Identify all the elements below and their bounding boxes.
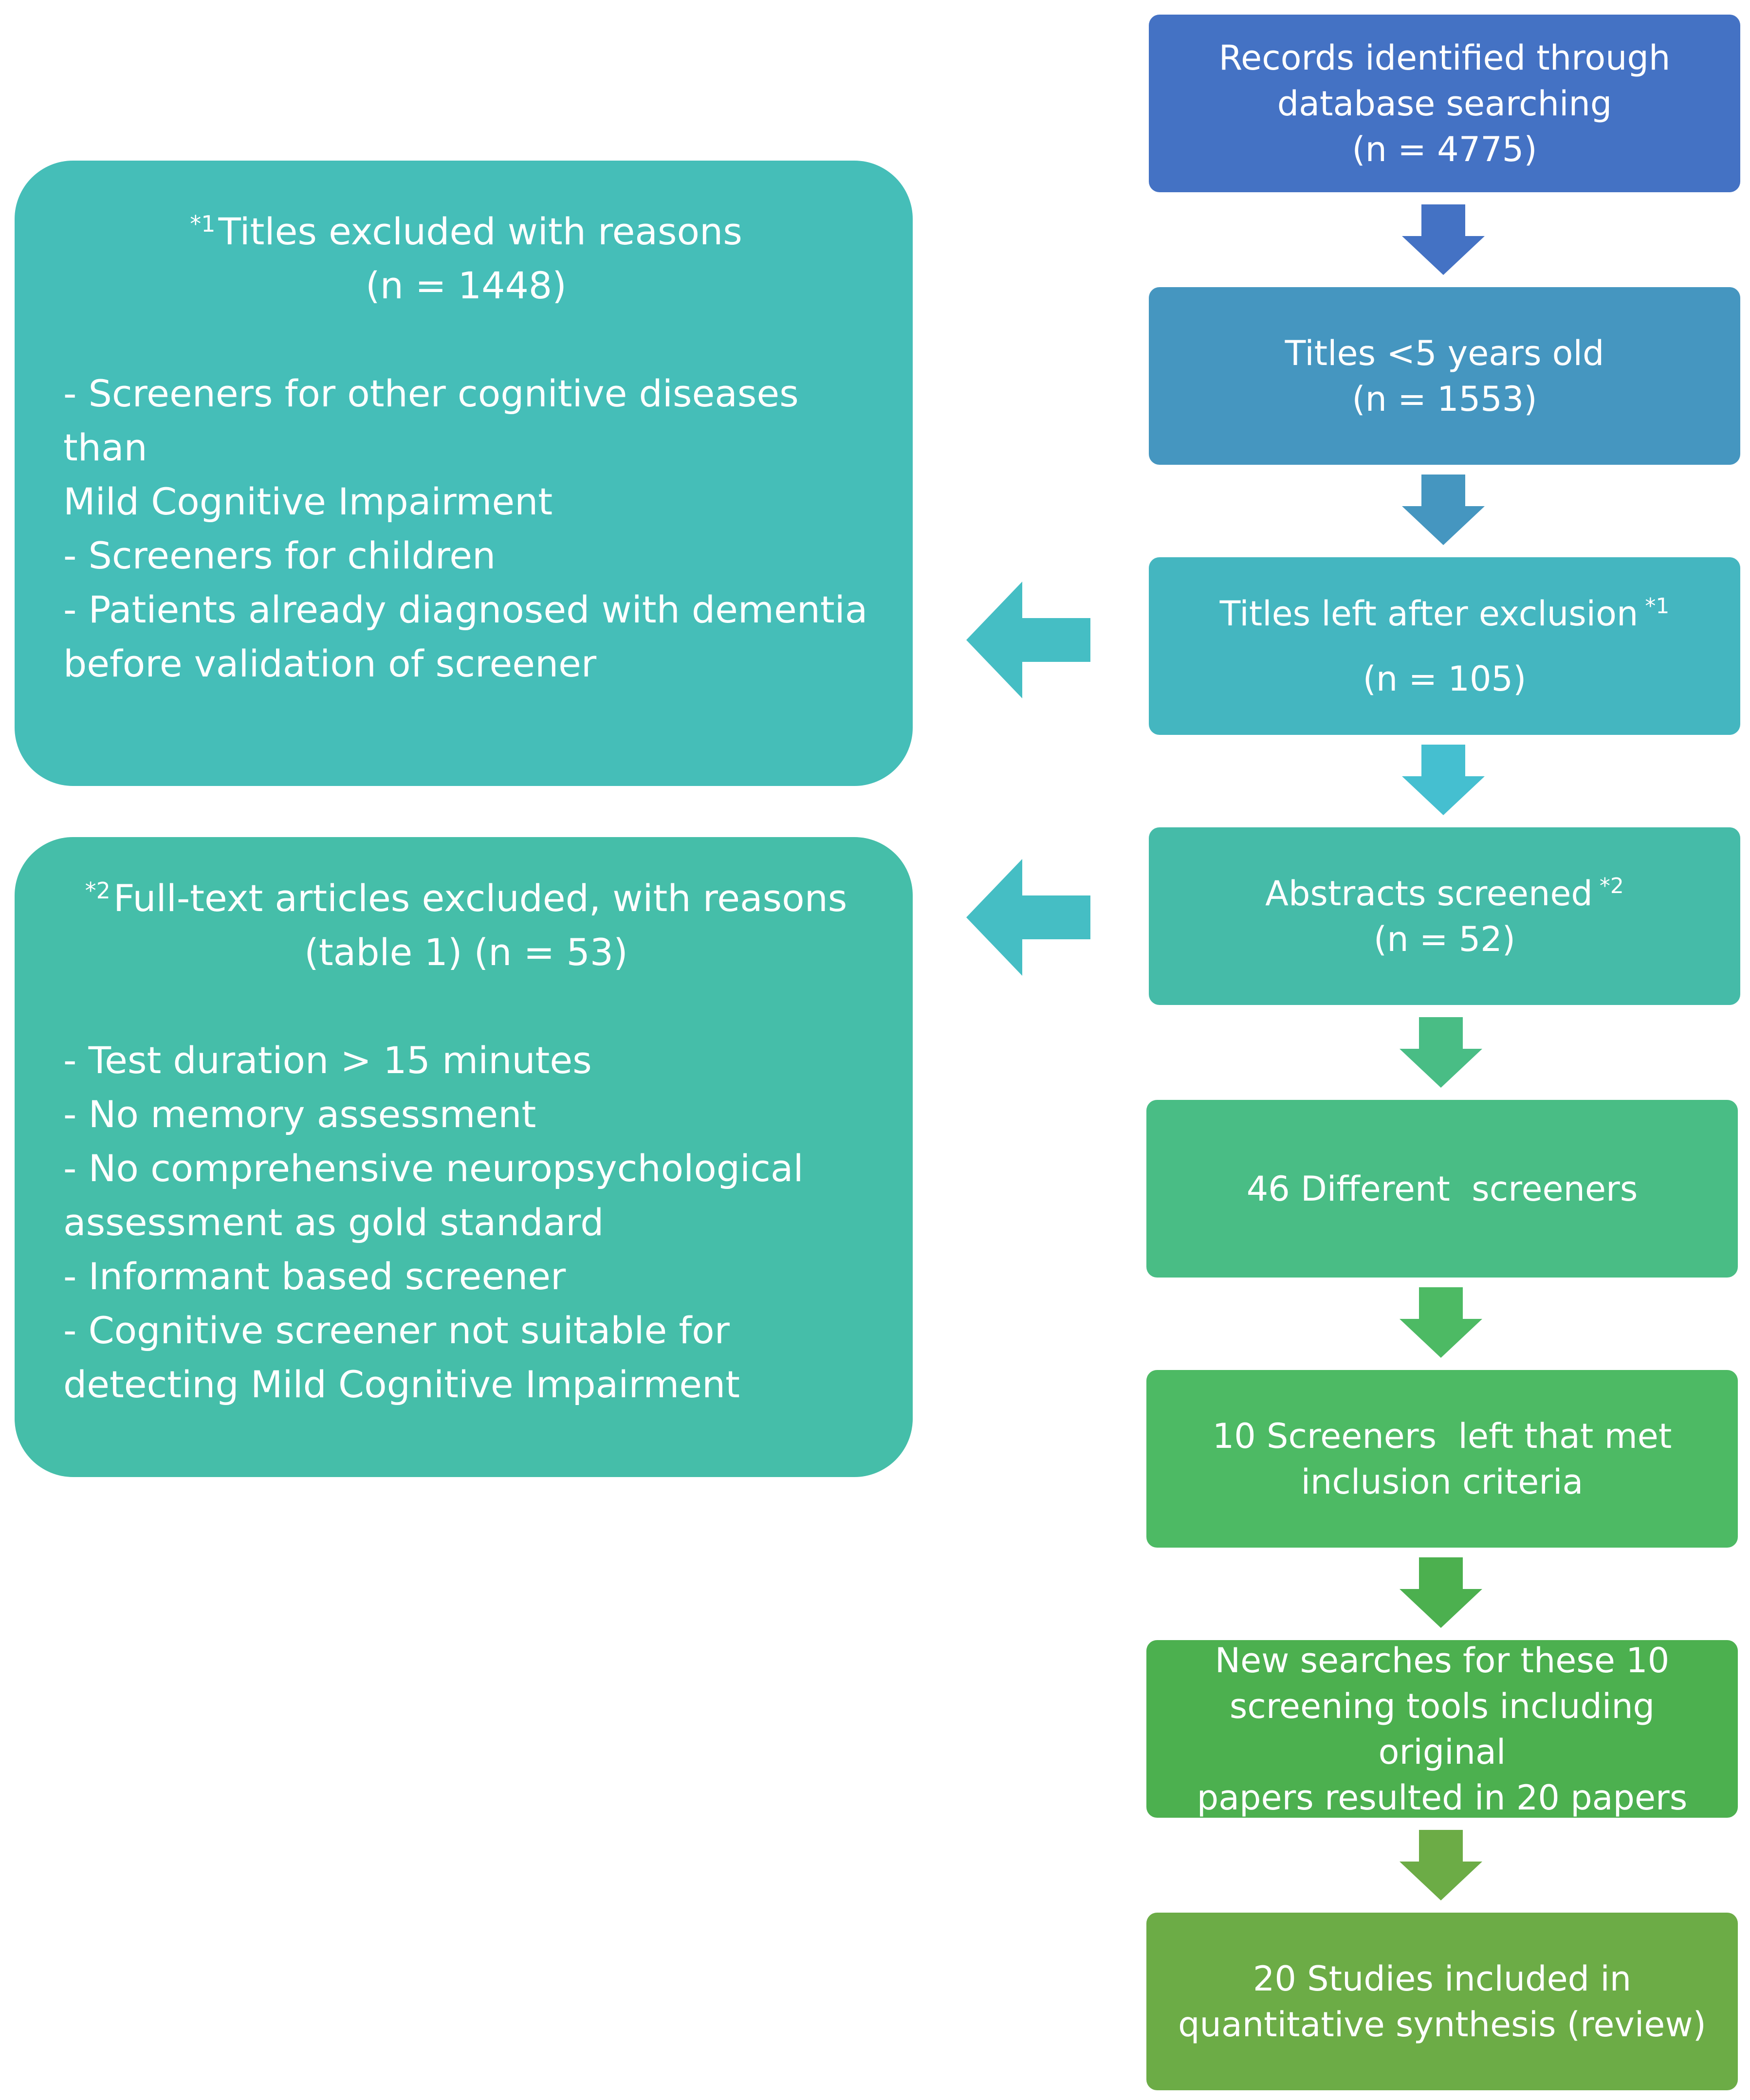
- node-text: 20 Studies included in: [1253, 1958, 1632, 1999]
- flow-node-studies-included: 20 Studies included in quantitative synt…: [1146, 1913, 1738, 2090]
- exclusion-reason: - Informant based screener: [63, 1255, 566, 1298]
- exclusion-reason: - Patients already diagnosed with dement…: [63, 588, 868, 631]
- flow-node-titles-left: Titles left after exclusion*1 (n = 105): [1149, 557, 1740, 735]
- down-arrow-icon: [1402, 204, 1485, 275]
- down-arrow-icon: [1400, 1017, 1482, 1088]
- exclusion-heading: Titles excluded with reasons: [218, 210, 742, 253]
- exclusion-reason: detecting Mild Cognitive Impairment: [63, 1363, 740, 1406]
- exclusion-reason: - Screeners for other cognitive diseases…: [63, 372, 799, 469]
- exclusion-reason: - Screeners for children: [63, 534, 496, 577]
- footnote-marker: *2: [85, 877, 111, 904]
- exclusion-box-fulltext: *2Full-text articles excluded, with reas…: [15, 837, 913, 1477]
- node-text: screening tools including original: [1229, 1686, 1655, 1772]
- node-text: (n = 105): [1363, 658, 1527, 699]
- node-text: Records identified through: [1218, 37, 1671, 78]
- flow-node-titles-under-5: Titles <5 years old (n = 1553): [1149, 287, 1740, 465]
- exclusion-box-titles-header: *1Titles excluded with reasons (n = 1448…: [63, 204, 869, 312]
- exclusion-box-titles: *1Titles excluded with reasons (n = 1448…: [15, 161, 913, 786]
- down-arrow-icon: [1402, 475, 1485, 545]
- exclusion-reason: - No comprehensive neuropsychological: [63, 1147, 804, 1190]
- exclusion-box-fulltext-header: *2Full-text articles excluded, with reas…: [63, 871, 869, 979]
- exclusion-reason: - No memory assessment: [63, 1093, 536, 1136]
- down-arrow-icon: [1400, 1557, 1482, 1628]
- node-text: Titles left after exclusion: [1219, 593, 1639, 634]
- exclusion-reason: - Cognitive screener not suitable for: [63, 1309, 730, 1352]
- flow-node-different-screeners: 46 Different screeners: [1146, 1100, 1738, 1278]
- footnote-marker: *1: [190, 210, 216, 237]
- exclusion-reason: before validation of screener: [63, 642, 597, 685]
- node-text: Abstracts screened: [1265, 873, 1593, 913]
- exclusion-count: (table 1) (n = 53): [304, 931, 628, 974]
- node-text: Titles <5 years old: [1285, 333, 1604, 373]
- node-text: inclusion criteria: [1301, 1461, 1584, 1502]
- exclusion-heading: Full-text articles excluded, with reason…: [113, 877, 847, 920]
- down-arrow-icon: [1400, 1287, 1482, 1358]
- exclusion-reason: Mild Cognitive Impairment: [63, 480, 553, 523]
- node-text: (n = 52): [1373, 919, 1516, 959]
- down-arrow-icon: [1400, 1830, 1482, 1900]
- footnote-marker: *1: [1645, 594, 1670, 619]
- node-text: quantitative synthesis (review): [1178, 2004, 1706, 2045]
- down-arrow-icon: [1402, 745, 1485, 815]
- exclusion-count: (n = 1448): [366, 264, 567, 307]
- flow-node-new-searches: New searches for these 10 screening tool…: [1146, 1640, 1738, 1818]
- node-text: papers resulted in 20 papers: [1197, 1777, 1688, 1818]
- node-text: New searches for these 10: [1215, 1640, 1670, 1680]
- node-text: (n = 4775): [1352, 129, 1537, 169]
- flow-node-records: Records identified through database sear…: [1149, 15, 1740, 192]
- left-arrow-icon: [966, 859, 1090, 976]
- node-text: 46 Different screeners: [1246, 1169, 1638, 1209]
- footnote-marker: *2: [1599, 874, 1624, 899]
- exclusion-reason: - Test duration > 15 minutes: [63, 1039, 592, 1082]
- exclusion-reason: assessment as gold standard: [63, 1201, 604, 1244]
- flow-node-screeners-left: 10 Screeners left that met inclusion cri…: [1146, 1370, 1738, 1548]
- left-arrow-icon: [966, 582, 1090, 698]
- node-text: database searching: [1277, 83, 1612, 124]
- node-text: 10 Screeners left that met: [1212, 1416, 1672, 1456]
- node-text: (n = 1553): [1352, 379, 1537, 419]
- flow-node-abstracts: Abstracts screened*2 (n = 52): [1149, 827, 1740, 1005]
